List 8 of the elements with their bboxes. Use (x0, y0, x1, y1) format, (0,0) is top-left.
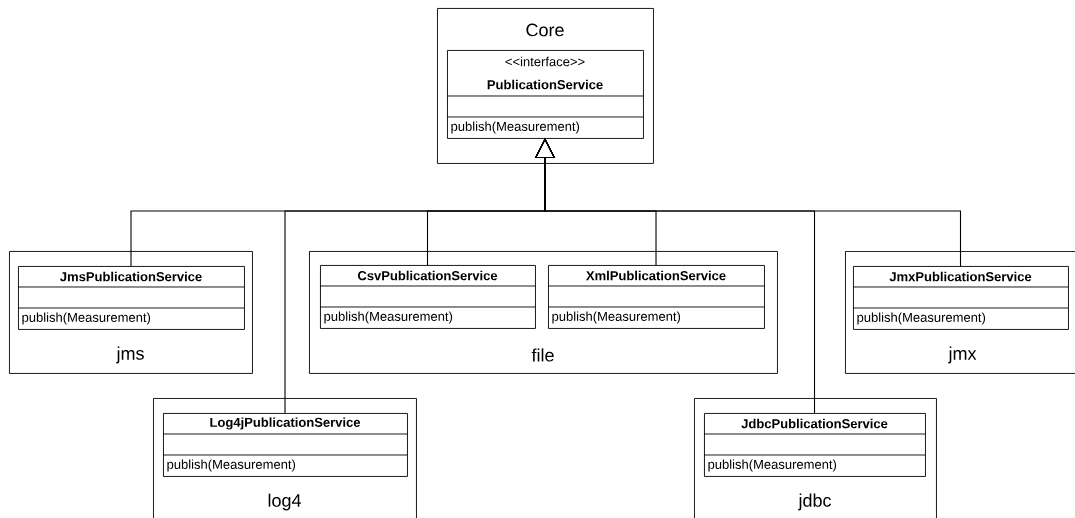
class-box: JmxPublicationService publish(Measurement) (852, 266, 1069, 330)
class-box: CsvPublicationService publish(Measurement) (319, 265, 536, 329)
class-box: JmsPublicationService publish(Measurement) (17, 266, 245, 330)
class-box: Log4jPublicationService publish(Measurement) (162, 413, 408, 477)
inheritance-arrow (534, 138, 962, 267)
class-box: <<interface>> PublicationService publish(Measurement) (446, 50, 644, 139)
class-box: JdbcPublicationService publish(Measurement) (703, 413, 926, 477)
class-box: XmlPublicationService publish(Measurement) (547, 265, 765, 329)
